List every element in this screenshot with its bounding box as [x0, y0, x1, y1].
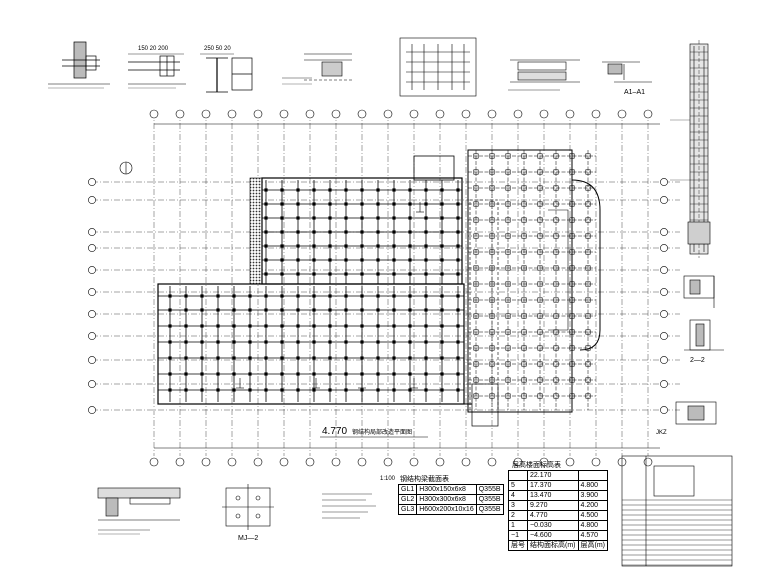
floor-cell-floor: 5 [508, 480, 528, 491]
beam-cell-code: GL2 [397, 494, 418, 505]
plan-title-elevation: 4.770 [322, 426, 347, 437]
jkz-label: JKZ [656, 430, 667, 436]
floor-cell-elev: 4.770 [527, 510, 579, 521]
floor-cell-elev: 17.370 [527, 480, 579, 491]
beam-cell-section: H300x150x6x8 [416, 484, 477, 495]
floor-cell-floor: 1 [508, 520, 528, 531]
floor-cell-elev: 9.270 [527, 500, 579, 511]
detail-beam-section: 150 20 200 [128, 46, 186, 89]
detail-embedded-plate [508, 59, 580, 91]
beam-cell-grade: Q355B [475, 504, 504, 515]
section-2-label: 2—2 [690, 357, 705, 364]
dims-text: 150 20 200 [138, 46, 169, 52]
floor-cell-elev: −4.600 [527, 530, 579, 541]
beam-table-caption: 钢结构梁截面表 [400, 476, 449, 483]
detail-bottom-left [97, 487, 181, 535]
detail-grid-square [399, 37, 477, 97]
detail-i-beam: 250 50 20 [200, 46, 253, 93]
detail-slab-edge [282, 53, 352, 85]
general-notes [322, 493, 376, 519]
detail-a1: A1–A1 [602, 61, 652, 96]
floor-table-row: 层号结构面标高(m)层高(m) [508, 540, 608, 551]
floor-cell-height: 层高(m) [577, 540, 608, 551]
beam-cell-grade: Q355B [475, 494, 504, 505]
floor-cell-height: 4.800 [577, 480, 608, 491]
detail-mj2-plate: MJ—2 [222, 484, 274, 542]
detail-right-sections: 2—2 JKZ [656, 221, 724, 436]
floor-cell-elev: −0.030 [527, 520, 579, 531]
a1-label: A1–A1 [624, 89, 645, 96]
floor-cell-floor: 3 [508, 500, 528, 511]
floor-cell-height [577, 470, 608, 481]
beam-cell-section: H300x300x6x8 [416, 494, 477, 505]
beam-cell-grade: Q355B [475, 484, 504, 495]
beam-cell-code: GL1 [397, 484, 418, 495]
floor-cell-floor: 4 [508, 490, 528, 501]
floor-cell-elev: 22.170 [527, 470, 579, 481]
title-block [621, 455, 733, 567]
detail-tall-column [670, 40, 709, 258]
floor-cell-floor [508, 470, 528, 481]
floor-cell-elev: 13.470 [527, 490, 579, 501]
floor-cell-height: 4.800 [577, 520, 608, 531]
plan-title: 钢结构局部改造平面图 [352, 428, 412, 436]
detail-column-connection [48, 41, 110, 89]
floor-cell-floor: 2 [508, 510, 528, 521]
floor-cell-height: 4.500 [577, 510, 608, 521]
floor-cell-floor: −1 [508, 530, 528, 541]
floor-plan [157, 149, 601, 427]
floor-cell-height: 3.900 [577, 490, 608, 501]
floor-cell-height: 4.570 [577, 530, 608, 541]
floor-cell-elev: 结构面标高(m) [527, 540, 579, 551]
floor-table-row: 22.170 [508, 470, 608, 481]
floor-cell-floor: 层号 [508, 540, 528, 551]
floor-table-caption: 层高楼面标高表 [512, 462, 561, 469]
mj2-label: MJ—2 [238, 535, 258, 542]
floor-cell-height: 4.200 [577, 500, 608, 511]
dims-text-2: 250 50 20 [204, 46, 231, 52]
beam-cell-section: H600x200x10x16 [416, 504, 477, 515]
grid-axes [88, 109, 680, 467]
beam-cell-code: GL3 [397, 504, 418, 515]
scale-note: 1:100 [380, 476, 396, 482]
